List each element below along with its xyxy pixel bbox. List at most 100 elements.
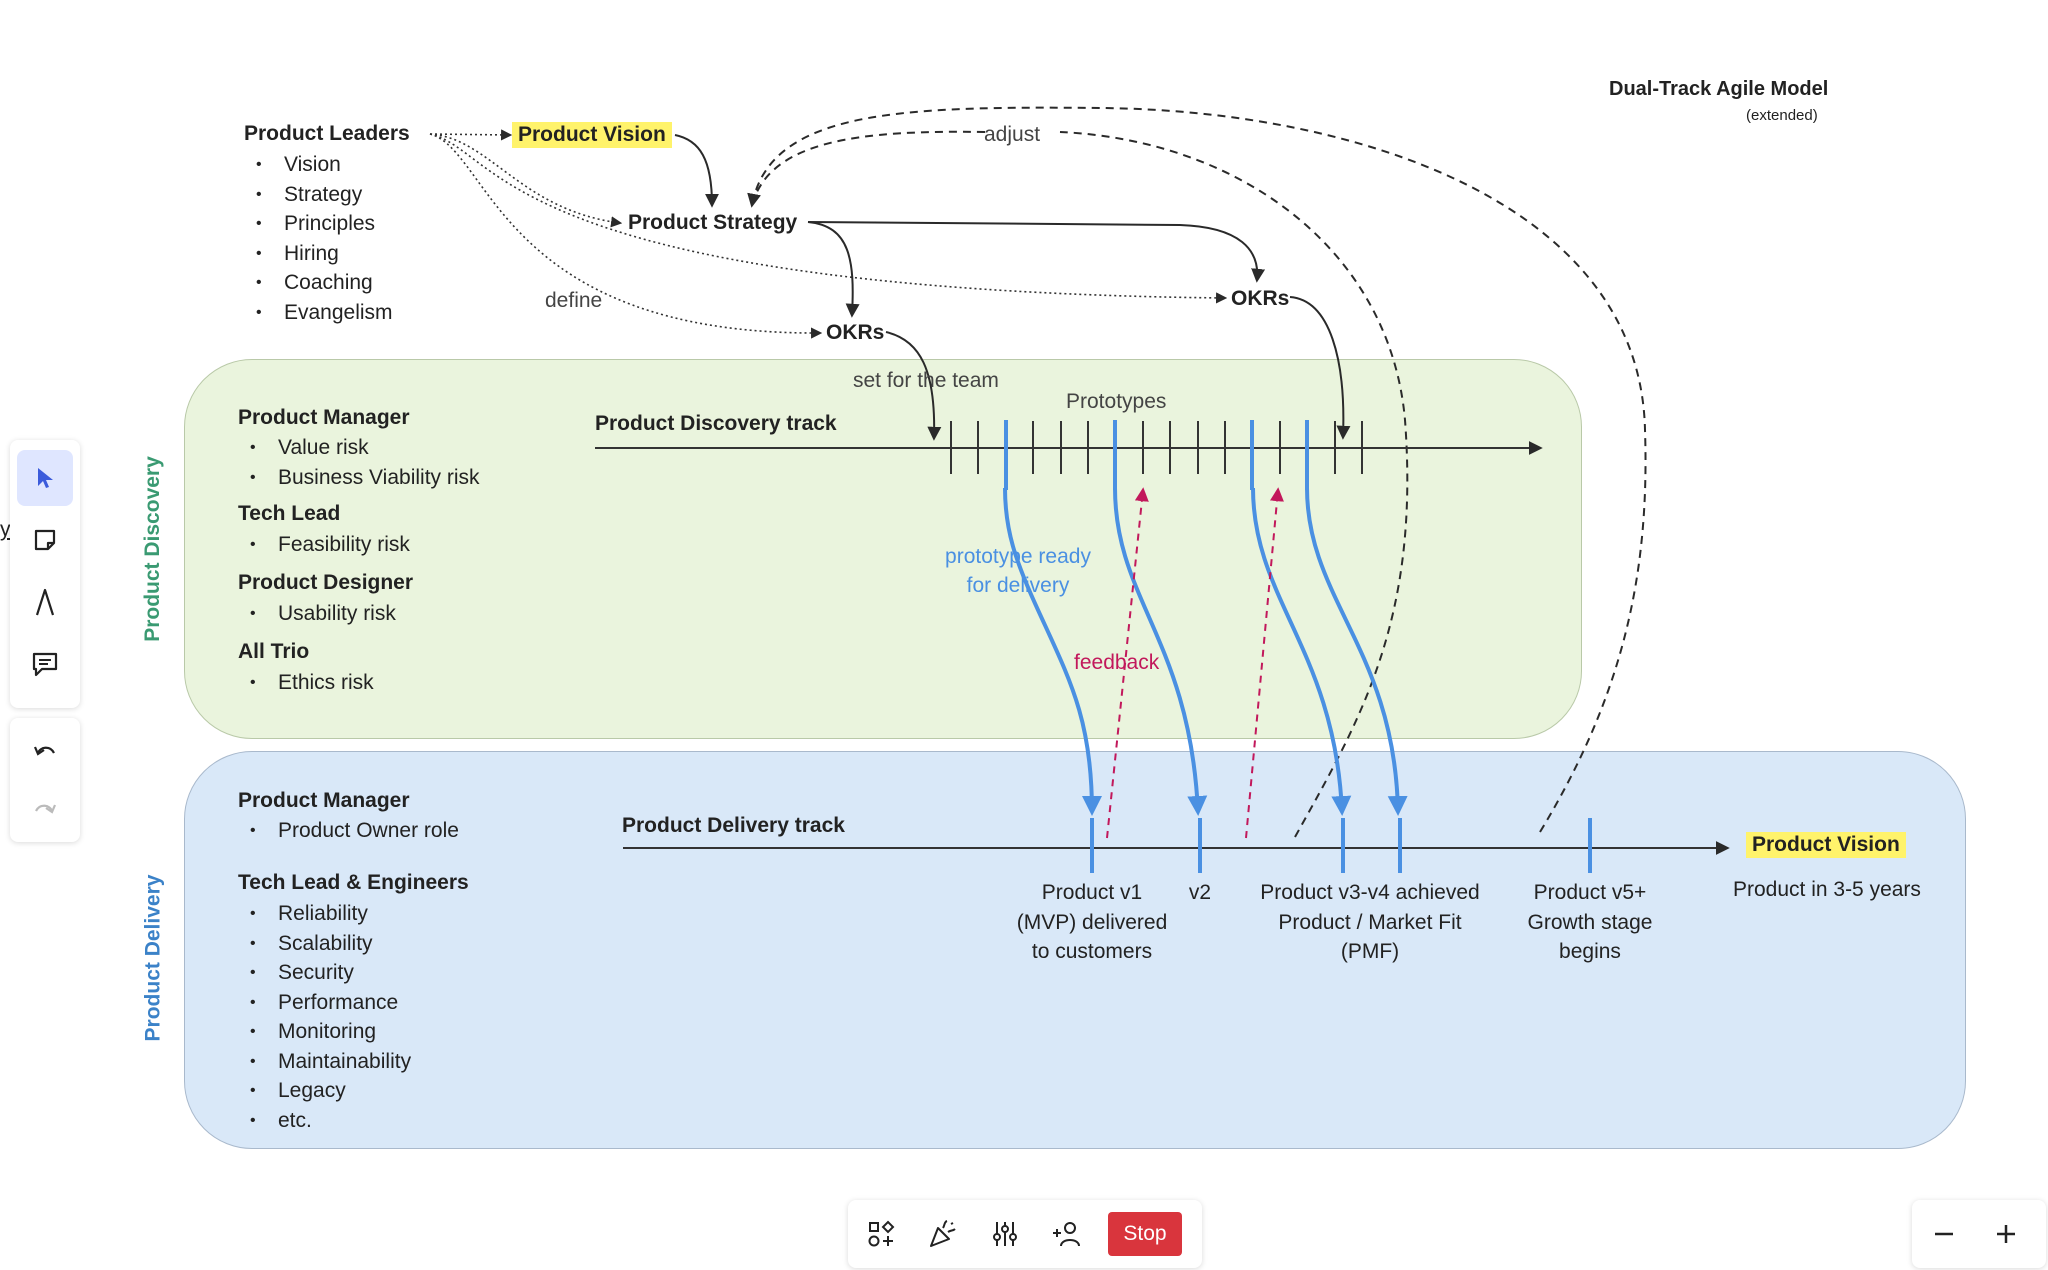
redo-icon xyxy=(35,804,57,814)
pen-tool[interactable] xyxy=(17,574,73,630)
prototype-ready-label-1: prototype ready xyxy=(945,545,1091,568)
diagram-title: Dual-Track Agile Model xyxy=(1609,78,1829,100)
milestone-line: Growth stage xyxy=(1527,910,1653,934)
milestone-line: to customers xyxy=(1031,940,1153,963)
diagram-subtitle: (extended) xyxy=(1746,107,1818,124)
feedback-label: feedback xyxy=(1074,651,1160,674)
list-item: Reliability xyxy=(238,899,411,929)
product-strategy-node: Product Strategy xyxy=(628,211,798,234)
delivery-track-label: Product Delivery track xyxy=(622,814,845,837)
role-heading: All Trio xyxy=(238,640,310,663)
list-item: Ethics risk xyxy=(238,668,374,698)
prototype-ready-label-2: for delivery xyxy=(966,574,1070,597)
set-for-team-label: set for the team xyxy=(853,369,999,392)
prototypes-label: Prototypes xyxy=(1066,390,1167,413)
role-heading: Product Manager xyxy=(238,406,410,429)
settings-button[interactable] xyxy=(977,1206,1033,1262)
end-product-vision: Product Vision xyxy=(1746,832,1906,858)
milestone-v2: v2 xyxy=(1170,878,1230,908)
list-item: Usability risk xyxy=(238,599,396,629)
delivery-milestone-ticks xyxy=(1090,818,1592,873)
role-heading: Tech Lead & Engineers xyxy=(238,871,469,894)
milestone-line: Product v5+ xyxy=(1533,881,1647,904)
redo-button[interactable] xyxy=(17,782,73,838)
zoom-out-button[interactable] xyxy=(1916,1206,1972,1262)
milestone-v3-v4: Product v3-v4 achieved Product / Market … xyxy=(1230,878,1510,967)
history-toolbar xyxy=(10,718,80,842)
adjust-label: adjust xyxy=(984,123,1041,146)
undo-icon xyxy=(33,746,55,756)
minus-icon xyxy=(1935,1232,1953,1236)
define-label: define xyxy=(545,289,603,312)
role-list: Feasibility risk xyxy=(238,530,410,560)
list-item: Product Owner role xyxy=(238,816,459,846)
adjust-dashed-links xyxy=(747,106,1647,838)
milestone-line: Product v1 xyxy=(1041,881,1143,904)
list-item: Maintainability xyxy=(238,1047,411,1077)
list-item: Performance xyxy=(238,988,411,1018)
milestone-line: v2 xyxy=(1188,881,1212,904)
apps-button[interactable] xyxy=(853,1206,909,1262)
stop-button[interactable]: Stop xyxy=(1108,1212,1182,1256)
list-item: Value risk xyxy=(238,433,480,463)
list-item: Coaching xyxy=(244,268,393,298)
okrs-node-team: OKRs xyxy=(826,321,885,344)
list-item: Monitoring xyxy=(238,1017,411,1047)
comment-icon xyxy=(32,652,58,677)
plus-icon xyxy=(1997,1225,2015,1243)
role-list: Ethics risk xyxy=(238,668,374,698)
strategy-links xyxy=(674,134,1351,441)
list-item: Feasibility risk xyxy=(238,530,410,560)
discovery-track-label: Product Discovery track xyxy=(595,412,837,435)
delivery-lane xyxy=(184,751,1966,1149)
sliders-icon xyxy=(993,1222,1017,1246)
list-item: Scalability xyxy=(238,929,411,959)
end-product-caption: Product in 3-5 years xyxy=(1733,878,1921,901)
sticky-note-tool[interactable] xyxy=(17,512,73,568)
prototype-ready-links xyxy=(1003,487,1408,816)
offscreen-link-fragment[interactable]: y xyxy=(0,518,11,541)
list-item: Hiring xyxy=(244,239,393,269)
okrs-node-company: OKRs xyxy=(1231,287,1290,310)
role-heading: Product Designer xyxy=(238,571,414,594)
milestone-line: Product v3-v4 achieved xyxy=(1260,881,1480,904)
invite-button[interactable] xyxy=(1039,1206,1095,1262)
pen-icon xyxy=(35,588,55,616)
apps-icon xyxy=(868,1220,895,1247)
comment-tool[interactable] xyxy=(17,636,73,692)
discovery-lane xyxy=(184,359,1582,739)
list-item: Principles xyxy=(244,209,393,239)
feedback-links xyxy=(1106,487,1284,839)
party-popper-icon xyxy=(930,1220,956,1247)
zoom-in-button[interactable] xyxy=(1978,1206,2034,1262)
list-item: Strategy xyxy=(244,180,393,210)
cursor-icon xyxy=(38,468,53,488)
role-list: Value risk Business Viability risk xyxy=(238,433,480,492)
milestone-line: (MVP) delivered xyxy=(1016,910,1168,934)
milestone-v5: Product v5+ Growth stage begins xyxy=(1510,878,1670,967)
product-vision-node: Product Vision xyxy=(512,122,672,148)
add-user-icon xyxy=(1053,1222,1080,1247)
list-item: etc. xyxy=(238,1106,411,1136)
celebrate-button[interactable] xyxy=(915,1206,971,1262)
role-list: Reliability Scalability Security Perform… xyxy=(238,899,411,1135)
leader-dotted-links xyxy=(429,129,1228,339)
sticky-note-icon xyxy=(34,529,56,551)
discovery-track-axis xyxy=(595,420,1543,490)
leaders-list: Vision Strategy Principles Hiring Coachi… xyxy=(244,150,393,327)
role-list: Product Owner role xyxy=(238,816,459,846)
milestone-line: Product / Market Fit xyxy=(1278,910,1462,934)
role-heading: Product Manager xyxy=(238,789,410,812)
undo-button[interactable] xyxy=(17,724,73,780)
leaders-heading: Product Leaders xyxy=(244,122,410,145)
select-tool[interactable] xyxy=(17,450,73,506)
list-item: Business Viability risk xyxy=(238,463,480,493)
role-list: Usability risk xyxy=(238,599,396,629)
left-toolbar xyxy=(10,440,80,708)
milestone-line: (PMF) xyxy=(1340,940,1400,963)
list-item: Legacy xyxy=(238,1076,411,1106)
list-item: Evangelism xyxy=(244,298,393,328)
list-item: Security xyxy=(238,958,411,988)
milestone-v1: Product v1 (MVP) delivered to customers xyxy=(992,878,1192,967)
